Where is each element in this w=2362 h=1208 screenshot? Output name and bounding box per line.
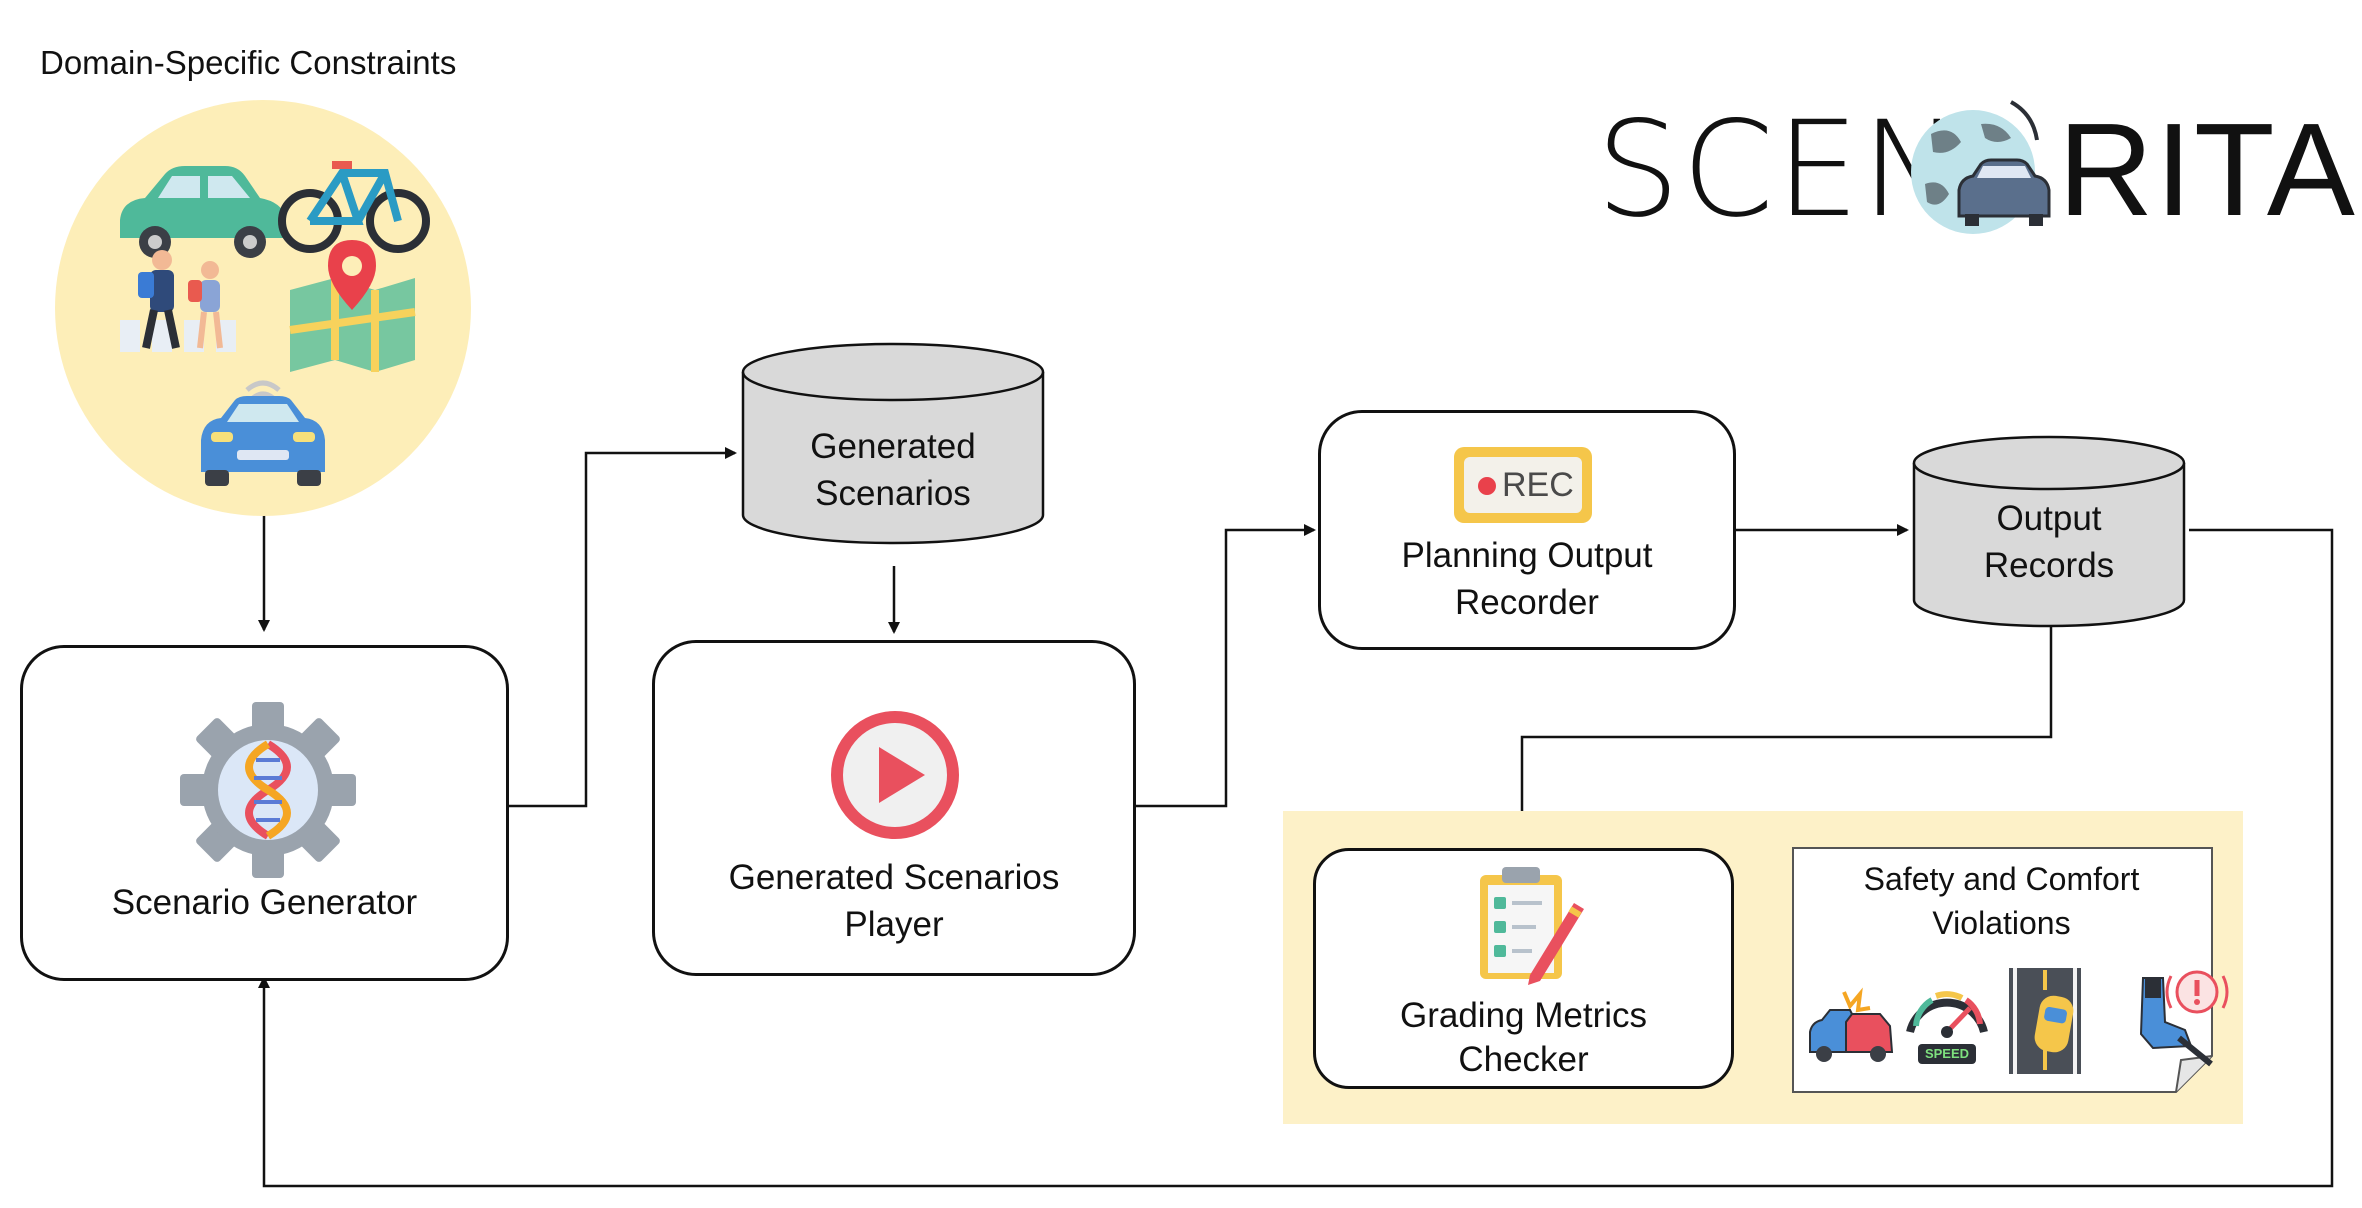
lane-departure-icon (2009, 968, 2081, 1074)
violations-label-2: Violations (1932, 905, 2071, 941)
gear-dna-icon (180, 702, 356, 878)
player-label-1: Generated Scenarios (728, 858, 1060, 897)
play-button-icon (831, 711, 959, 839)
player-label-2: Player (844, 905, 944, 944)
scenarios-player-node: Generated Scenarios Player (652, 640, 1136, 976)
bicycle-icon (278, 161, 430, 253)
logo-text-right: RITA (2058, 96, 2357, 243)
violations-note (1792, 847, 2213, 1093)
planning-output-recorder-node: REC Planning Output Recorder (1318, 410, 1736, 650)
grading-metrics-checker-node: Grading Metrics Checker (1313, 848, 1734, 1089)
grading-label-1: Grading Metrics (1399, 996, 1648, 1035)
checklist-icon (1480, 867, 1584, 985)
grading-label-2: Checker (1458, 1040, 1589, 1079)
output-records-label-1: Output (1996, 499, 2102, 538)
scenorita-logo: SCEN RITA (1596, 93, 2357, 247)
speed-label: SPEED (1924, 1046, 1970, 1061)
logo-text-left: SCEN (1596, 93, 1963, 247)
speedometer-icon (1906, 991, 1988, 1064)
arrow-generator-to-scenarios (505, 447, 737, 808)
map-pin-icon (289, 240, 416, 372)
car-icon (120, 166, 286, 258)
output-records-label-2: Records (1983, 546, 2115, 585)
output-records-db (1912, 435, 2186, 628)
arrow-records-to-grading (1516, 627, 2053, 848)
scenario-generator-node: Scenario Generator (20, 645, 509, 981)
globe-car-icon (1911, 100, 2051, 234)
connected-car-icon (201, 380, 325, 486)
rec-badge-text: REC (1502, 466, 1574, 504)
scenario-generator-label: Scenario Generator (111, 883, 418, 922)
pedestrians-icon (120, 250, 236, 352)
violations-label-1: Safety and Comfort (1863, 861, 2140, 897)
recorder-label-2: Recorder (1455, 583, 1599, 622)
constraints-title: Domain-Specific Constraints (40, 44, 457, 81)
generated-scenarios-label-2: Scenarios (815, 474, 971, 513)
record-dot-icon (1478, 477, 1496, 495)
generated-scenarios-label-1: Generated (810, 427, 976, 466)
car-crash-icon (1809, 987, 1894, 1062)
arrow-player-to-recorder (1136, 524, 1316, 808)
hard-brake-icon (2139, 970, 2229, 1067)
generated-scenarios-db (741, 342, 1045, 545)
arrow-records-feedback-to-generator (258, 528, 2334, 1188)
rec-badge: REC (1454, 447, 1592, 523)
recorder-label-1: Planning Output (1401, 536, 1653, 575)
constraints-circle (55, 100, 471, 516)
